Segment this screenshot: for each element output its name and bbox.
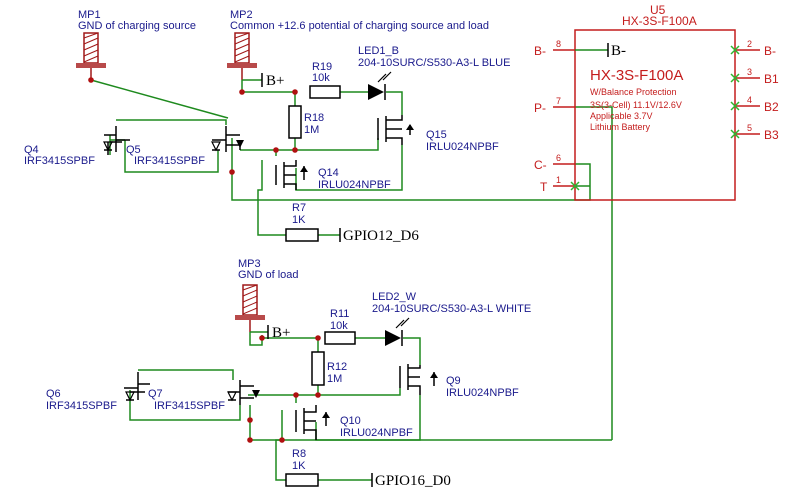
r18-ref: R18 (304, 112, 324, 124)
r8-resistor[interactable] (285, 473, 319, 487)
led1-ref: LED1_B (358, 45, 399, 57)
q14-mosfet[interactable] (275, 160, 308, 190)
u5-pin-right-2-num: 4 (747, 95, 752, 105)
junction-dots (88, 77, 321, 443)
mp1-test-point[interactable] (76, 32, 106, 80)
r7-resistor[interactable] (285, 228, 319, 242)
r12-value: 1M (327, 373, 342, 385)
q10-value: IRLU024NPBF (340, 427, 413, 439)
u5-pin-left-1-name: P- (534, 101, 546, 115)
mp2-desc: Common +12.6 potential of charging sourc… (230, 20, 489, 32)
r8-value: 1K (292, 460, 306, 472)
r12-ref: R12 (327, 361, 347, 373)
q10-mosfet[interactable] (295, 405, 330, 440)
mp3-test-point[interactable] (235, 284, 265, 332)
bplus-net-top-text: B+ (266, 73, 284, 89)
u5-pin-left-2-num: 6 (556, 153, 561, 163)
u5-ref: U5 (650, 3, 666, 17)
r11-resistor[interactable] (324, 331, 356, 345)
mp1-ref: MP1 (78, 9, 101, 21)
u5-pin-right-3-name: B3 (764, 128, 779, 142)
led2-ref: LED2_W (372, 291, 417, 303)
u5-pin-right-3-num: 5 (747, 123, 752, 133)
q15-value: IRLU024NPBF (426, 141, 499, 153)
mp2-ref: MP2 (230, 9, 253, 21)
mp3-ref: MP3 (238, 258, 261, 270)
u5-pin-left-2-name: C- (534, 158, 547, 172)
q5-value: IRF3415SPBF (134, 155, 205, 167)
q4-ref: Q4 (24, 144, 39, 156)
u5-no-connect-marks (570, 45, 740, 191)
led2-white-diode[interactable] (385, 317, 410, 346)
u5-pin-left-0-name: B- (534, 44, 546, 58)
gpio16-net-text: GPIO16_D0 (375, 473, 451, 489)
q6-mosfet[interactable] (124, 372, 150, 402)
r18-value: 1M (304, 124, 319, 136)
q14-value: IRLU024NPBF (318, 179, 391, 191)
u5-title: HX-3S-F100A (590, 67, 683, 84)
q9-mosfet[interactable] (399, 364, 438, 395)
gpio12-net-text: GPIO12_D6 (343, 228, 419, 244)
u5-line2: 3S(3-Cell) 11.1V/12.6V (590, 100, 682, 110)
r19-value: 10k (312, 72, 330, 84)
led1-blue-diode[interactable] (368, 71, 392, 100)
u5-line4: Lithium Battery (590, 122, 651, 132)
r7-value: 1K (292, 214, 306, 226)
u5-pin-right-1-num: 3 (747, 67, 752, 77)
q4-mosfet[interactable] (103, 126, 130, 155)
q9-value: IRLU024NPBF (446, 387, 519, 399)
r12-resistor[interactable] (311, 351, 325, 386)
q4-value: IRF3415SPBF (24, 155, 95, 167)
r7-ref: R7 (292, 202, 306, 214)
u5-pin-right-2-name: B2 (764, 100, 779, 114)
q14-ref: Q14 (318, 167, 339, 179)
mp3-desc: GND of load (238, 269, 299, 281)
q10-ref: Q10 (340, 415, 361, 427)
q5-mosfet[interactable] (211, 126, 244, 152)
q6-value: IRF3415SPBF (46, 400, 117, 412)
q7-value: IRF3415SPBF (154, 400, 225, 412)
r18-resistor[interactable] (288, 105, 302, 139)
q15-mosfet[interactable] (377, 115, 414, 145)
bplus-net-bottom-text: B+ (272, 325, 290, 341)
u5-pin-left-3-name: T (540, 180, 548, 194)
u5-pin-left-0-num: 8 (556, 39, 561, 49)
q7-ref: Q7 (148, 388, 163, 400)
q5-ref: Q5 (126, 144, 141, 156)
u5-pin-left-1-num: 7 (556, 96, 561, 106)
r19-ref: R19 (312, 61, 332, 73)
u5-pin-right-1-name: B1 (764, 72, 779, 86)
u5-bms-module[interactable] (553, 29, 760, 201)
q6-ref: Q6 (46, 388, 61, 400)
q15-ref: Q15 (426, 129, 447, 141)
q7-mosfet[interactable] (227, 380, 260, 405)
r11-ref: R11 (330, 308, 349, 320)
u5-line3: Applicable 3.7V (590, 111, 653, 121)
bminus-net-text: B- (611, 43, 626, 59)
mp1-desc: GND of charging source (78, 20, 196, 32)
u5-pin-right-0-name: B- (764, 44, 776, 58)
u5-pin-right-0-num: 2 (747, 39, 752, 49)
led1-value: 204-10SURC/S530-A3-L BLUE (358, 57, 510, 69)
r19-resistor[interactable] (309, 85, 341, 99)
mp2-test-point[interactable] (227, 32, 257, 80)
r8-ref: R8 (292, 448, 306, 460)
u5-line1: W/Balance Protection (590, 87, 677, 97)
u5-pin-left-3-num: 1 (556, 175, 561, 185)
q9-ref: Q9 (446, 375, 461, 387)
top-wires (90, 79, 613, 440)
led2-value: 204-10SURC/S530-A3-L WHITE (372, 303, 531, 315)
r11-value: 10k (330, 320, 348, 332)
u5-value: HX-3S-F100A (622, 14, 697, 28)
